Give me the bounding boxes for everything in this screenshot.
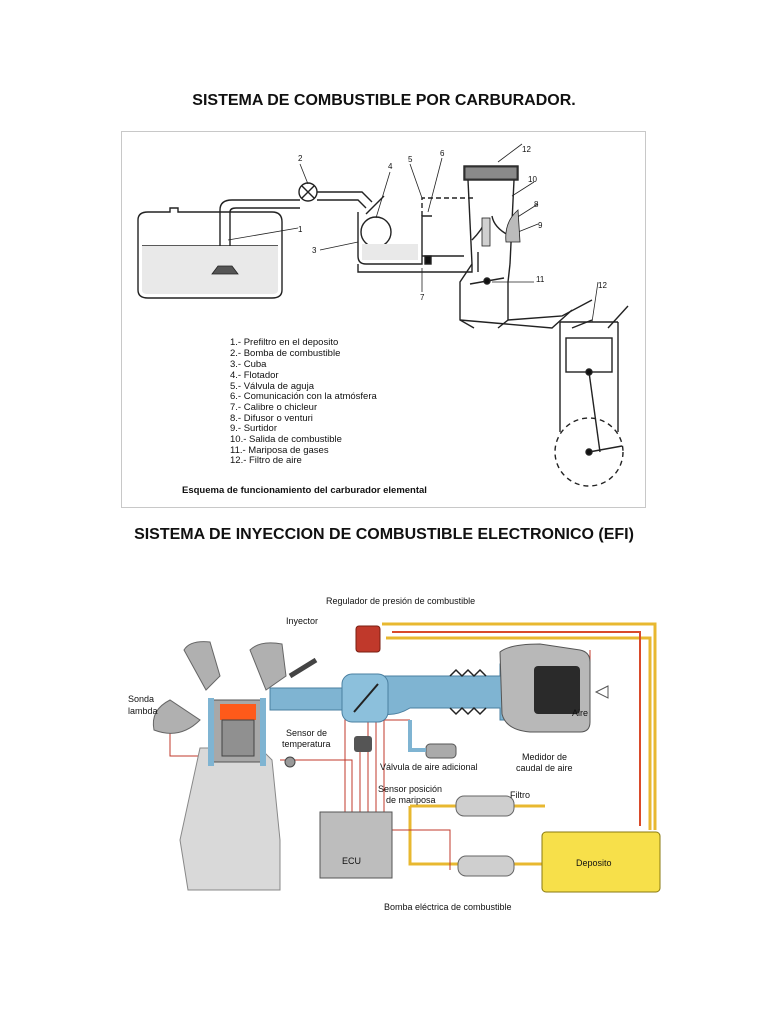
legend-item: 1.- Prefiltro en el deposito [230,337,338,348]
prefilter-mesh [211,265,239,275]
lambda-pipe [152,699,201,734]
label-ecu: ECU [342,856,361,866]
combustion-chamber [220,704,256,720]
label-tps-2: de mariposa [386,795,436,805]
crankshaft-circle [554,417,624,487]
engine-block [179,747,281,891]
label-filter: Filtro [510,790,530,800]
carburetor-figure-frame: 2 1 3 4 5 6 7 8 9 10 11 12 12 1.- Prefil… [121,131,646,508]
label-temp-2: temperatura [282,739,331,749]
label-aux-air: Válvula de aire adicional [380,762,478,772]
legend-item: 2.- Bomba de combustible [230,348,340,359]
label-temp-1: Sensor de [286,728,327,738]
callout-10: 10 [528,175,537,184]
legend-item: 11.- Mariposa de gases [230,445,329,456]
label-lambda-2: lambda [128,706,158,716]
pressure-regulator [355,625,381,653]
label-lambda-1: Sonda [128,694,154,704]
piston [565,337,613,373]
callout-12-top: 12 [522,145,531,154]
carburetor-legend: 1.- Prefiltro en el deposito 2.- Bomba d… [230,337,378,466]
legend-item: 9.- Surtidor [230,423,277,434]
legend-item: 3.- Cuba [230,359,267,370]
legend-item: 8.- Difusor o venturi [230,413,313,424]
label-air: Aire [572,708,588,718]
intake-manifold [249,642,287,691]
float [360,216,392,248]
callout-3: 3 [312,246,317,255]
intake-duct [269,663,541,721]
label-tps-1: Sensor posición [378,784,442,794]
legend-item: 4.- Flotador [230,370,279,381]
fuel-tank [541,831,661,893]
air-filter [463,165,519,181]
air-flow-meter-sensor [534,666,580,714]
legend-item: 12.- Filtro de aire [230,455,302,466]
callout-9: 9 [538,221,543,230]
callout-6: 6 [440,149,445,158]
piston [221,719,255,757]
callout-4: 4 [388,162,393,171]
callout-7: 7 [420,293,425,302]
temperature-sensor [284,756,296,768]
callout-5: 5 [408,155,413,164]
aux-air-valve [425,743,457,759]
efi-section-title: SISTEMA DE INYECCION DE COMBUSTIBLE ELEC… [134,526,634,543]
fuel-pickup-pipe [219,199,300,266]
carburetor-caption: Esquema de funcionamiento del carburador… [182,485,427,496]
fuel-tank [137,207,283,299]
carburetor-diagram: 2 1 3 4 5 6 7 8 9 10 11 12 12 1.- Prefil… [137,143,629,496]
throttle-position-sensor [354,736,372,752]
bellows [449,668,487,716]
callout-12-engine: 12 [598,281,607,290]
efi-diagram: Regulador de presión de combustible Inye… [128,596,661,912]
label-injector: Inyector [286,616,318,626]
callout-2: 2 [298,154,303,163]
electric-fuel-pump [457,855,515,877]
air-inlet-arrow [594,685,609,699]
label-meter-1: Medidor de [522,752,567,762]
legend-item: 6.- Comunicación con la atmósfera [230,391,378,402]
callout-11: 11 [536,275,545,284]
callout-1: 1 [298,225,303,234]
main-jet [424,255,432,265]
fuel-return-line [392,631,641,826]
label-regulator: Regulador de presión de combustible [326,596,475,606]
ecu-box [319,811,393,879]
carburetor-section-title: SISTEMA DE COMBUSTIBLE POR CARBURADOR. [192,92,576,109]
throttle-plate [353,683,379,713]
exhaust-manifold [183,641,221,691]
injector [288,657,318,679]
float-bowl [357,212,432,265]
fuel-filter [455,795,515,817]
callout-8: 8 [534,200,539,209]
label-tank: Deposito [576,858,612,868]
legend-item: 10.- Salida de combustible [230,434,342,445]
label-meter-2: caudal de aire [516,763,573,773]
label-pump: Bomba eléctrica de combustible [384,902,512,912]
legend-item: 5.- Válvula de aguja [230,381,315,392]
legend-item: 7.- Calibre o chicleur [230,402,317,413]
